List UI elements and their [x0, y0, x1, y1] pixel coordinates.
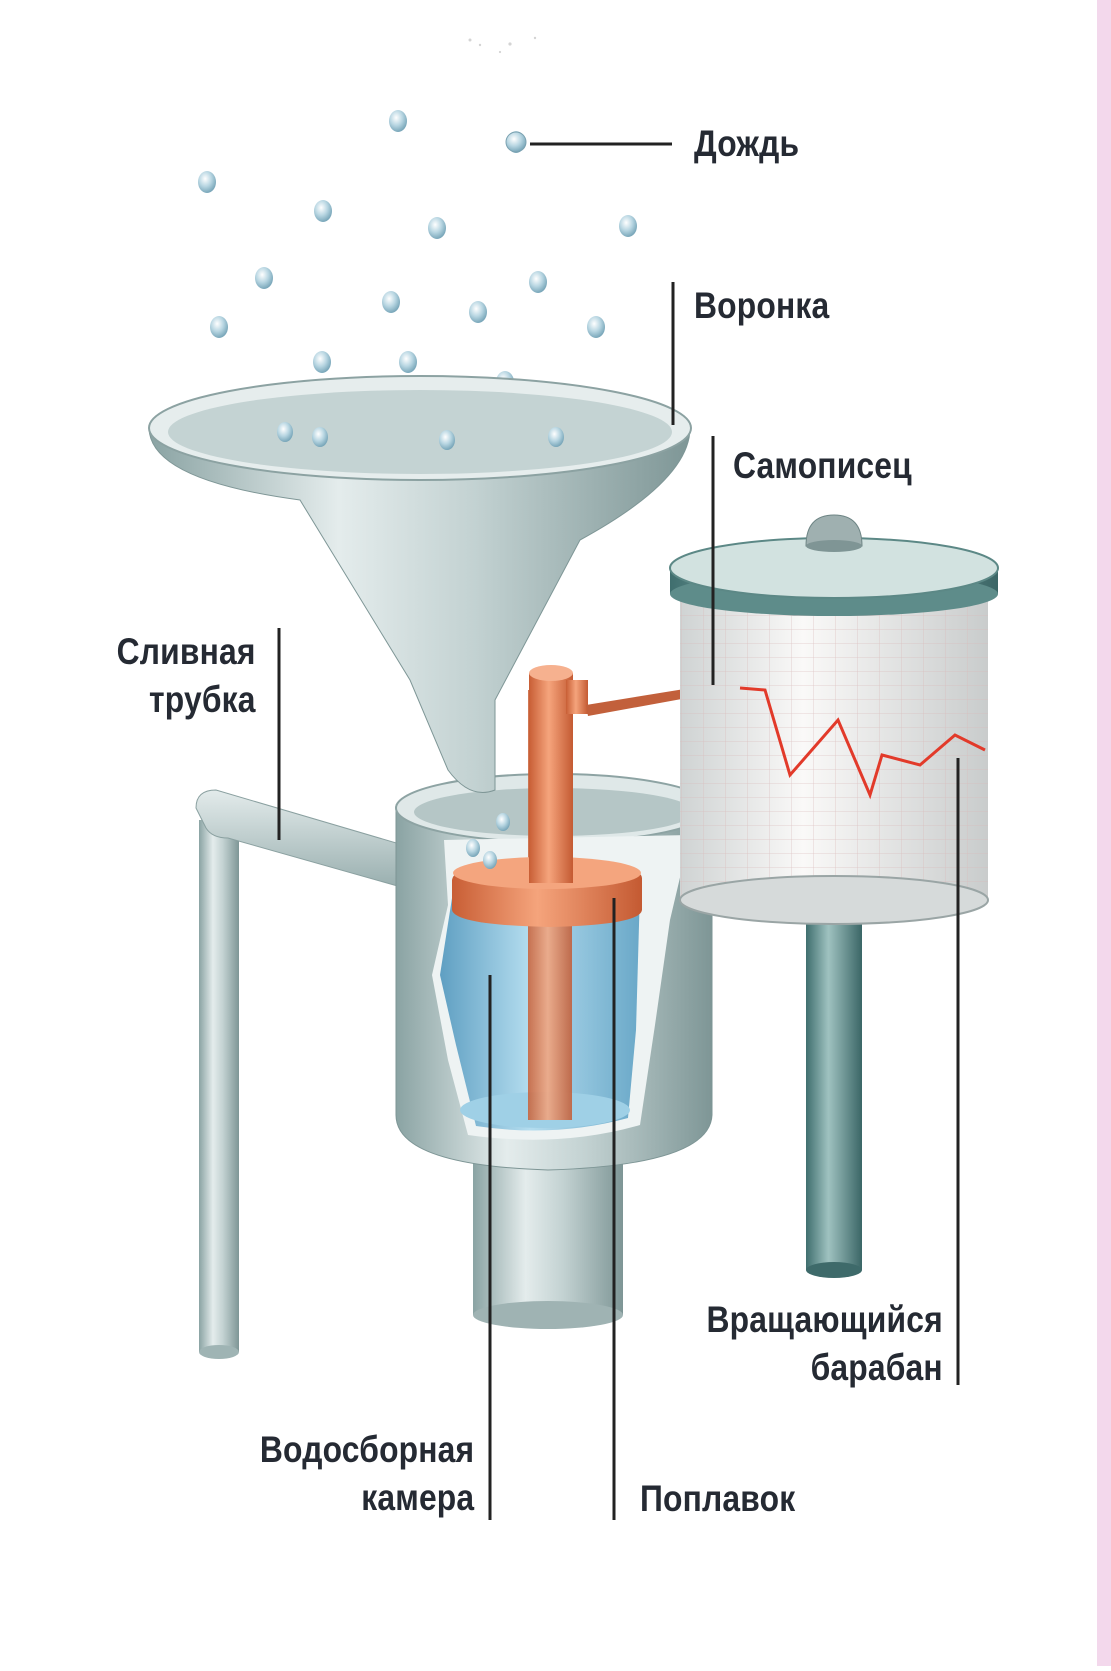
raindrop-icon — [587, 316, 605, 338]
label-float: Поплавок — [640, 1475, 795, 1523]
raindrop-icon — [314, 200, 332, 222]
raindrop-icon — [210, 316, 228, 338]
raindrop-icon — [277, 422, 293, 442]
label-drain-tube: Сливная трубка — [117, 628, 256, 724]
raindrop-icon — [399, 351, 417, 373]
raindrop-icon — [529, 271, 547, 293]
raindrop-icon — [483, 851, 497, 869]
raindrop-icon — [439, 430, 455, 450]
raindrops — [198, 110, 637, 393]
drum-pole — [806, 900, 862, 1270]
raindrop-icon — [255, 267, 273, 289]
label-rain: Дождь — [694, 120, 799, 168]
raindrop-icon — [466, 839, 480, 857]
page-edge — [1097, 0, 1111, 1666]
label-drain-tube-line2: трубка — [117, 676, 256, 724]
raindrop-icon — [548, 427, 564, 447]
raindrop-icon — [313, 351, 331, 373]
label-collection-chamber-line2: камера — [260, 1474, 474, 1522]
raindrop-icon — [312, 427, 328, 447]
label-rotating-drum-line1: Вращающийся — [707, 1296, 943, 1344]
raindrop-icon — [469, 301, 487, 323]
drum-pole-base — [806, 1262, 862, 1278]
raindrop-icon — [428, 217, 446, 239]
rotating-drum — [670, 515, 998, 924]
label-collection-chamber: Водосборная камера — [260, 1426, 474, 1522]
raindrop-icon — [198, 171, 216, 193]
scan-specks — [469, 37, 537, 53]
raindrop-icon — [496, 813, 510, 831]
raindrop-icon — [382, 291, 400, 313]
label-rotating-drum: Вращающийся барабан — [707, 1296, 943, 1392]
label-recorder: Самописец — [733, 442, 912, 490]
label-rotating-drum-line2: барабан — [707, 1344, 943, 1392]
label-funnel: Воронка — [694, 282, 829, 330]
raindrop-icon — [506, 132, 526, 152]
raindrop-icon — [389, 110, 407, 132]
label-drain-tube-line1: Сливная — [117, 628, 256, 676]
raindrop-icon — [619, 215, 637, 237]
label-collection-chamber-line1: Водосборная — [260, 1426, 474, 1474]
